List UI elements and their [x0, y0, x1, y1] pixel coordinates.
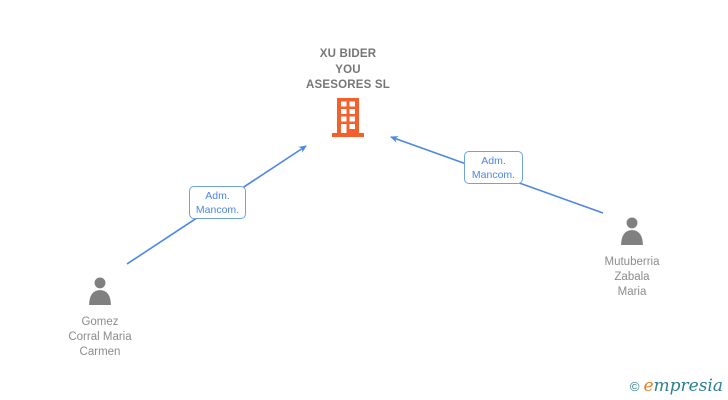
brand-rest: mpresia [653, 376, 724, 396]
person-icon [572, 216, 692, 250]
person-name-line: Corral Maria [68, 331, 132, 343]
company-name-line: XU BIDER [319, 48, 377, 60]
brand-wordmark: empresia [643, 378, 723, 395]
person-name-line: Gomez [81, 316, 119, 328]
relation-label-adm-mancom-left[interactable]: Adm. Mancom. [189, 186, 246, 219]
relation-label-adm-mancom-right[interactable]: Adm. Mancom. [464, 151, 523, 184]
company-name: XU BIDER YOU ASESORES SL [267, 47, 429, 94]
person-name-line: Mutuberria [604, 256, 660, 268]
company-name-line: YOU [335, 63, 361, 76]
person-node-gomez[interactable]: Gomez Corral Maria Carmen [40, 276, 160, 360]
person-name: Gomez Corral Maria Carmen [40, 315, 160, 360]
relation-label-line: Mancom. [195, 203, 240, 216]
relation-label-line: Adm. [481, 154, 506, 167]
company-name-line: ASESORES SL [306, 79, 390, 91]
company-node[interactable]: XU BIDER YOU ASESORES SL [267, 47, 429, 143]
copyright-icon: © [629, 379, 640, 394]
person-name-line: Zabala [614, 271, 650, 283]
person-name-line: Maria [617, 286, 647, 298]
person-name: Mutuberria Zabala Maria [572, 255, 692, 300]
person-name-line: Carmen [79, 346, 121, 358]
person-icon [40, 276, 160, 310]
brand-first-letter: e [643, 376, 654, 396]
relation-label-line: Mancom. [471, 168, 516, 181]
empresia-logo: © empresia [630, 378, 723, 395]
person-node-mutuberria[interactable]: Mutuberria Zabala Maria [572, 216, 692, 300]
relation-label-line: Adm. [205, 189, 230, 202]
building-icon [267, 97, 429, 143]
